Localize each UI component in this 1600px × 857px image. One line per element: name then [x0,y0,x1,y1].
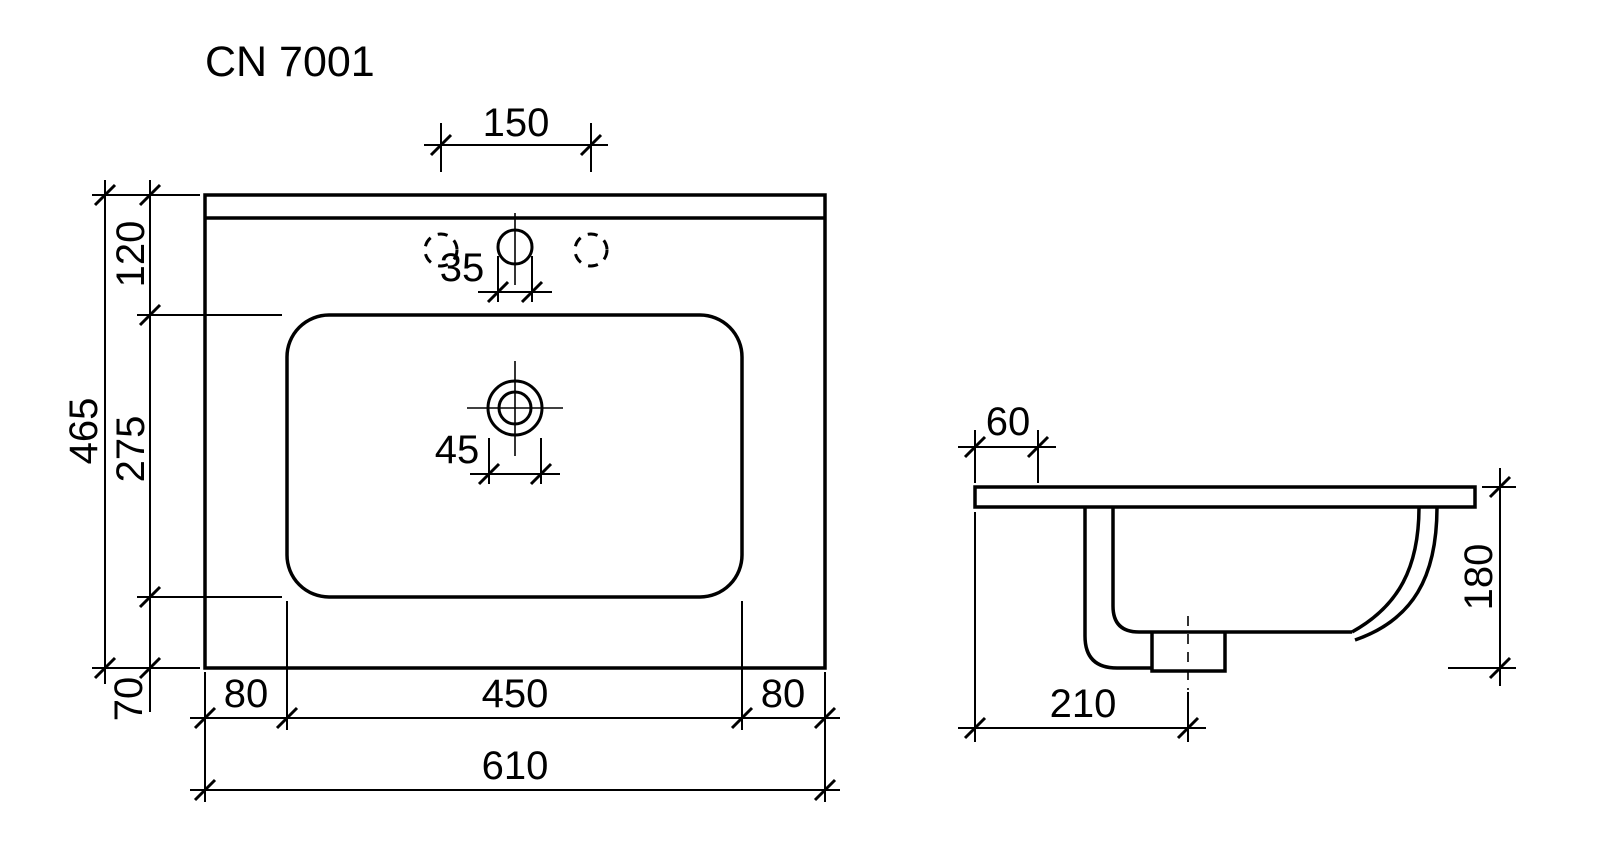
side-view: 60 180 210 [958,400,1516,742]
basin-wall-outer-left [1083,507,1152,670]
dimension-80-left-label: 80 [224,672,269,716]
basin-wall-inner-right [1351,506,1421,634]
drain-inner-circle [497,390,533,426]
dimension-80-right-label: 80 [761,672,806,716]
dimension-275-label: 275 [109,416,153,483]
basin-wall-outer-right [1354,506,1439,642]
plan-view: 150 35 45 [62,101,840,802]
drawing-title: CN 7001 [205,38,375,86]
dimension-45: 45 [435,428,560,486]
sink-outline-plan [203,193,827,670]
faucet-hole [496,228,534,266]
dimension-180-label: 180 [1457,544,1501,611]
dimension-180: 180 [1448,468,1516,686]
dimension-465-label: 465 [62,398,106,465]
basin-outline [285,313,744,599]
dimension-left-chain: 465 120 275 70 [62,180,282,721]
dimension-60: 60 [958,400,1056,483]
sink-top-plate-side [973,485,1477,509]
dimension-150-label: 150 [483,101,550,145]
dimension-210: 210 [958,512,1206,742]
dimension-60-label: 60 [986,400,1031,444]
dimension-35-label: 35 [440,246,485,290]
dimension-150: 150 [424,101,608,172]
dimension-35: 35 [440,246,552,304]
dimension-45-label: 45 [435,428,480,472]
dimension-610-label: 610 [482,744,549,788]
dimension-210-label: 210 [1050,682,1117,726]
dimension-70-label: 70 [107,677,151,722]
dimension-120-label: 120 [109,221,153,288]
optional-hole-right [573,232,609,268]
dimension-450-label: 450 [482,672,549,716]
basin-wall-inner-left-and-bottom [1111,507,1352,634]
dimension-bottom-chain: 80 450 80 610 [190,601,840,802]
drain-outer-circle [486,379,544,437]
optional-hole-left [423,232,459,268]
